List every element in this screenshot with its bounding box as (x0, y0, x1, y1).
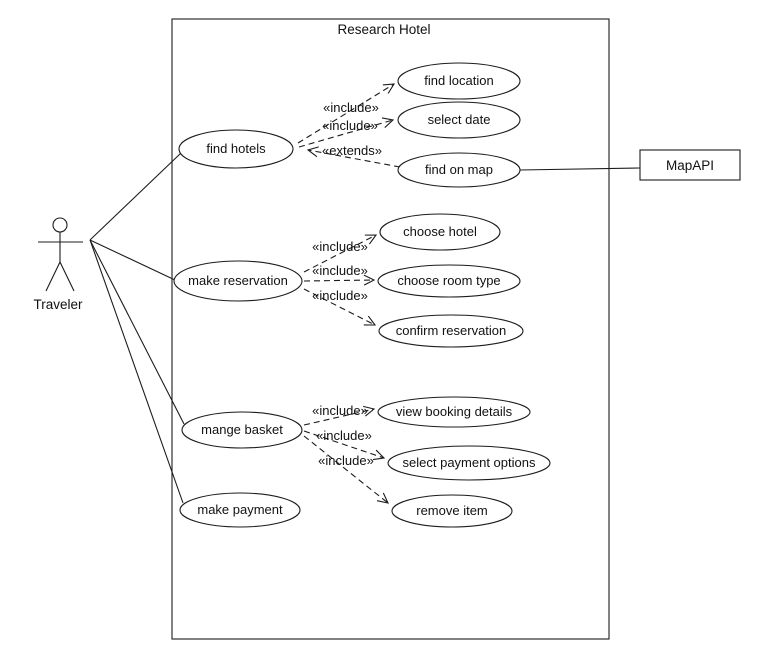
include-arrow-view-booking-details (303, 405, 376, 426)
usecase-label: select date (428, 112, 491, 127)
include-arrow-select-date (298, 117, 395, 148)
usecase-select-payment-options: select payment options (387, 445, 551, 481)
actor-head (52, 217, 68, 233)
usecase-find-location: find location (397, 62, 521, 100)
stereotype-label: «include» (312, 288, 368, 303)
external-system-label: MapAPI (666, 158, 714, 173)
association-traveler-make-payment (89, 239, 184, 504)
association-traveler-make-reservation (89, 239, 176, 281)
external-system-box (639, 149, 741, 181)
usecase-choose-room-type: choose room type (377, 264, 521, 298)
usecase-label: make payment (197, 502, 283, 517)
actor-leg-right (59, 261, 75, 292)
association-find-on-map-mapapi (519, 167, 641, 171)
stereotype-label: «include» (323, 100, 379, 115)
usecase-make-reservation: make reservation (173, 260, 303, 302)
usecase-label: find hotels (206, 141, 266, 156)
usecase-confirm-reservation: confirm reservation (378, 314, 524, 348)
system-boundary-title: Research Hotel (337, 22, 430, 37)
include-arrow-select-payment-options (303, 430, 386, 461)
usecase-find-on-map: find on map (397, 152, 521, 188)
association-traveler-mange-basket (89, 239, 185, 425)
usecase-label: find location (424, 73, 493, 88)
usecase-label: choose hotel (403, 224, 477, 239)
extends-arrow-find-on-map (306, 146, 401, 168)
usecase-find-hotels: find hotels (178, 129, 294, 169)
usecase-view-booking-details: view booking details (377, 396, 531, 428)
usecase-label: choose room type (397, 273, 500, 288)
stereotype-label: «include» (322, 118, 378, 133)
stereotype-label: «include» (316, 428, 372, 443)
usecase-select-date: select date (397, 101, 521, 139)
usecase-label: select payment options (403, 455, 536, 470)
include-arrow-remove-item (303, 435, 389, 504)
include-arrow-choose-hotel (303, 234, 378, 273)
usecase-label: confirm reservation (396, 323, 507, 338)
stereotype-label: «extends» (322, 143, 382, 158)
external-system-mapapi: MapAPI (639, 149, 741, 181)
usecase-make-payment: make payment (179, 492, 301, 528)
stereotype-label: «include» (312, 403, 368, 418)
usecase-choose-hotel: choose hotel (379, 213, 501, 251)
actor-traveler: Traveler (33, 217, 83, 312)
association-traveler-find-hotels (89, 152, 182, 241)
stereotype-label: «include» (312, 239, 368, 254)
usecase-label: remove item (416, 503, 488, 518)
usecase-label: view booking details (396, 404, 513, 419)
stereotype-label: «include» (318, 453, 374, 468)
actor-leg-left (45, 261, 61, 292)
usecase-mange-basket: mange basket (181, 411, 303, 449)
usecase-remove-item: remove item (391, 494, 513, 528)
usecase-label: mange basket (201, 422, 283, 437)
include-arrow-find-location (297, 83, 396, 144)
include-arrow-choose-room-type (303, 274, 376, 286)
stereotype-label: «include» (312, 263, 368, 278)
include-arrow-confirm-reservation (303, 288, 377, 326)
usecase-label: make reservation (188, 273, 288, 288)
usecase-label: find on map (425, 162, 493, 177)
actor-label: Traveler (33, 297, 83, 312)
